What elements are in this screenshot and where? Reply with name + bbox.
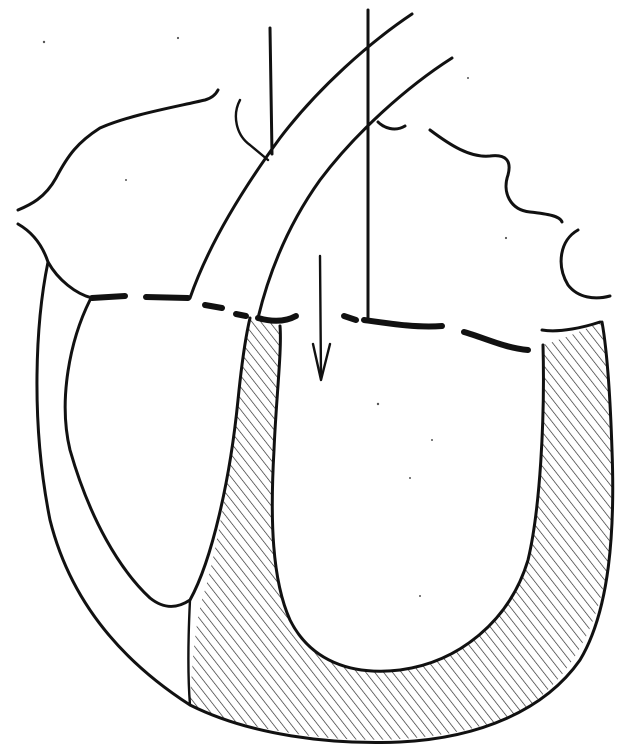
hatch-boundary — [189, 600, 191, 705]
hatched-myocardium — [190, 318, 612, 740]
catheter-outer-edge — [190, 14, 412, 298]
atrium-left-outline — [18, 90, 218, 210]
atrium-fold — [236, 100, 268, 160]
atrium-right-lobe — [561, 230, 610, 298]
atrium-left-lower — [18, 224, 92, 298]
atrium-right-outline — [378, 122, 562, 222]
flow-arrow-icon — [313, 256, 330, 380]
valve-plane-dashes — [92, 296, 528, 350]
probe-left-wire — [270, 28, 272, 154]
scan-specks — [43, 37, 507, 597]
catheter-inner-edge — [258, 58, 452, 318]
